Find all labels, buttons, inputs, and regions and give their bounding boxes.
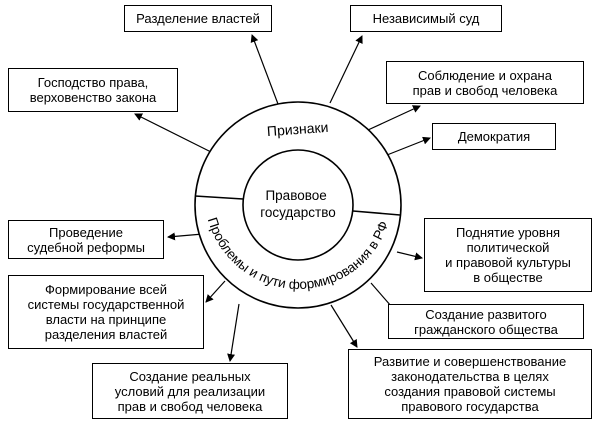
arrow-sud bbox=[329, 35, 363, 104]
arrow-soblyudenie bbox=[367, 105, 421, 131]
problem-rights-conditions: Создание реальных условий для реализации… bbox=[92, 363, 288, 419]
arrow-razvitie bbox=[330, 304, 358, 348]
arrow-demokratiya bbox=[386, 136, 431, 156]
sign-independent-court: Независимый суд bbox=[350, 5, 502, 32]
sign-democracy: Демократия bbox=[432, 123, 556, 150]
problem-legislation-development: Развитие и совершенствование законодател… bbox=[348, 349, 592, 419]
problem-raise-legal-culture: Поднятие уровня политической и правовой … bbox=[424, 218, 592, 292]
problem-civil-society: Создание развитого гражданского общества bbox=[388, 304, 584, 339]
signs-label: Признаки bbox=[266, 119, 329, 139]
sign-rule-of-law: Господство права, верховенство закона bbox=[8, 68, 178, 112]
arrow-razdelenie bbox=[250, 34, 279, 105]
ring-divider-left bbox=[194, 195, 244, 200]
central-rings bbox=[194, 101, 402, 309]
center-title-line-2: государство bbox=[260, 205, 336, 220]
sign-separation-of-powers: Разделение властей bbox=[124, 5, 272, 32]
center-title: Правовое государство bbox=[260, 188, 336, 220]
arrow-gospodstvo bbox=[134, 113, 212, 153]
arrow-podnyatie bbox=[396, 251, 423, 261]
arrow-reforma bbox=[167, 232, 204, 241]
arrow-formirovanie bbox=[205, 280, 226, 303]
problem-judicial-reform: Проведение судебной реформы bbox=[8, 220, 164, 259]
problem-form-power-system: Формирование всей системы государственно… bbox=[8, 275, 204, 349]
sign-human-rights-protection: Соблюдение и охрана прав и свобод челове… bbox=[386, 61, 584, 104]
arrows bbox=[134, 34, 431, 362]
inner-ring bbox=[242, 149, 354, 261]
arrow-sozdanie bbox=[227, 303, 240, 362]
ring-divider-right bbox=[352, 210, 401, 216]
center-title-line-1: Правовое bbox=[265, 188, 326, 203]
